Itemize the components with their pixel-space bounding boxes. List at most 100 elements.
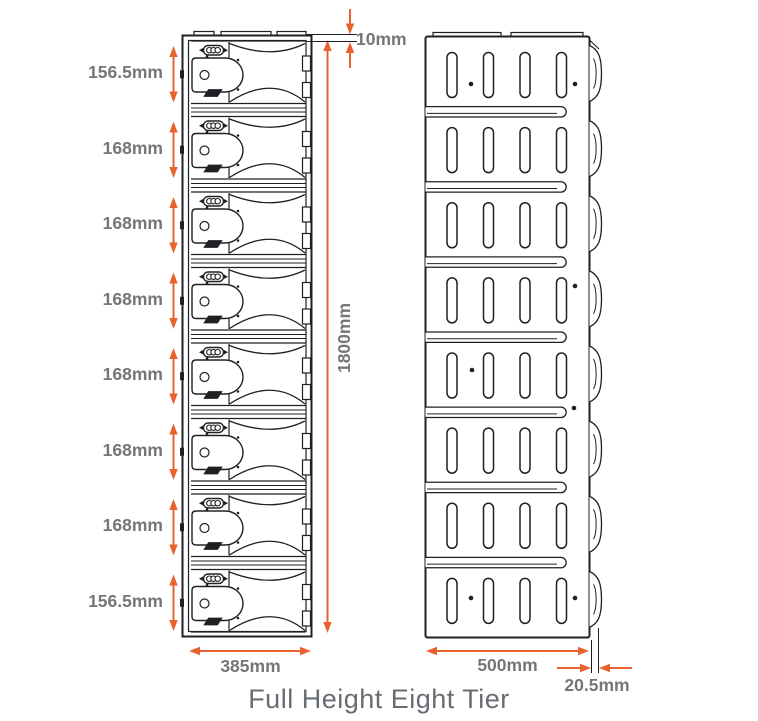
screw-dot xyxy=(236,163,240,167)
badge-arrow-icon xyxy=(223,425,228,430)
door-recess-curve xyxy=(229,389,306,405)
hinge-bump-arc xyxy=(593,208,597,240)
front-tier-6 xyxy=(180,417,312,491)
badge-arrow-icon xyxy=(199,576,204,581)
tier-height-label: 168mm xyxy=(102,364,163,385)
vent-slot xyxy=(446,352,458,399)
door-hinge xyxy=(301,534,312,552)
screw-dot xyxy=(236,58,240,62)
rivet-dot xyxy=(468,595,474,601)
badge-arrow-icon xyxy=(199,349,204,355)
badge-arrow-icon xyxy=(199,274,204,279)
door-recess-curve xyxy=(229,314,306,330)
vent-slot xyxy=(482,202,495,249)
arrowhead xyxy=(169,91,178,103)
tier-height-label: 168mm xyxy=(102,515,163,536)
rivet-dot xyxy=(468,81,474,87)
vent-slot xyxy=(555,502,568,549)
door-hinge xyxy=(301,81,312,99)
arrowhead xyxy=(580,663,591,673)
hinge-bump xyxy=(589,420,603,478)
screw-dot xyxy=(205,583,209,587)
arrowhead xyxy=(169,423,178,435)
lock-plate xyxy=(191,208,244,244)
door-hinge xyxy=(301,432,312,450)
badge-arrow-icon xyxy=(223,349,228,355)
lock-plate xyxy=(191,283,244,320)
screw-dot xyxy=(236,239,240,242)
vent-slot xyxy=(482,126,495,174)
rivet-dot xyxy=(572,283,578,289)
combination-dial xyxy=(214,122,221,129)
dim-tier-height-2 xyxy=(169,121,178,178)
door-recess-curve xyxy=(229,465,306,481)
vent-slot xyxy=(519,502,531,549)
screw-dot xyxy=(236,134,240,137)
side-section-2 xyxy=(425,105,603,178)
screw-dot xyxy=(236,511,240,515)
hinge-bump xyxy=(589,345,603,403)
combination-dial xyxy=(214,46,221,54)
door-hinge xyxy=(301,357,312,374)
arrowhead xyxy=(169,272,178,284)
tier-groove xyxy=(425,481,567,494)
hinge-bump-arc xyxy=(593,133,597,164)
lock-cylinder xyxy=(199,145,210,156)
tier-height-label: 168mm xyxy=(102,439,163,460)
hinge-bump xyxy=(589,44,603,103)
lock-badge xyxy=(199,271,228,283)
dim-side-width xyxy=(426,646,589,656)
latch-nub xyxy=(180,447,184,456)
vent-slot xyxy=(482,352,495,399)
brand-logo xyxy=(203,89,223,97)
badge-arrow-icon xyxy=(223,274,228,279)
front-tier-7 xyxy=(180,493,312,566)
front-tier-2 xyxy=(180,115,312,189)
latch-nub xyxy=(180,221,184,230)
hinge-bump-arc xyxy=(593,508,597,540)
vent-slot xyxy=(482,502,495,549)
front-view xyxy=(180,30,313,638)
arrowhead xyxy=(169,242,178,254)
badge-arrow-icon xyxy=(199,425,204,430)
tier-groove xyxy=(425,331,567,344)
arrowhead xyxy=(169,318,178,329)
latch-nub xyxy=(180,372,184,381)
door-recess-curve xyxy=(229,344,306,355)
door-recess-curve xyxy=(229,616,306,632)
hinge-bump xyxy=(589,120,603,178)
brand-logo xyxy=(203,164,223,173)
latch-nub xyxy=(180,145,184,154)
screw-dot xyxy=(236,465,240,469)
side-section-3 xyxy=(425,181,603,253)
dim-door-overhang xyxy=(557,628,632,673)
hinge-bump-arc xyxy=(593,58,597,89)
latch-nub xyxy=(180,598,184,607)
brand-logo xyxy=(203,240,223,248)
corner-chamfer xyxy=(589,39,600,50)
screw-dot xyxy=(205,55,209,58)
dim-tier-height-8 xyxy=(169,574,178,631)
vent-slot xyxy=(446,51,458,99)
combination-dial xyxy=(214,499,221,507)
arrowhead xyxy=(169,167,178,178)
screw-dot xyxy=(236,390,240,393)
screw-dot xyxy=(236,616,240,620)
hinge-bump-arc xyxy=(593,584,597,615)
tier-height-label: 168mm xyxy=(102,137,163,158)
badge-arrow-icon xyxy=(223,47,228,53)
front-tier-8 xyxy=(180,568,312,633)
vent-slot xyxy=(555,51,568,99)
arrowhead xyxy=(169,393,178,405)
tier-groove xyxy=(425,181,567,193)
arrowhead xyxy=(169,499,178,510)
latch-nub xyxy=(180,70,184,79)
screw-dot xyxy=(236,314,240,318)
lock-badge xyxy=(199,44,228,56)
badge-arrow-icon xyxy=(223,198,228,204)
brand-logo xyxy=(203,617,223,626)
screw-dot xyxy=(236,209,240,213)
door-recess-curve xyxy=(229,163,306,179)
side-section-5 xyxy=(425,331,603,403)
screw-dot xyxy=(205,130,209,134)
